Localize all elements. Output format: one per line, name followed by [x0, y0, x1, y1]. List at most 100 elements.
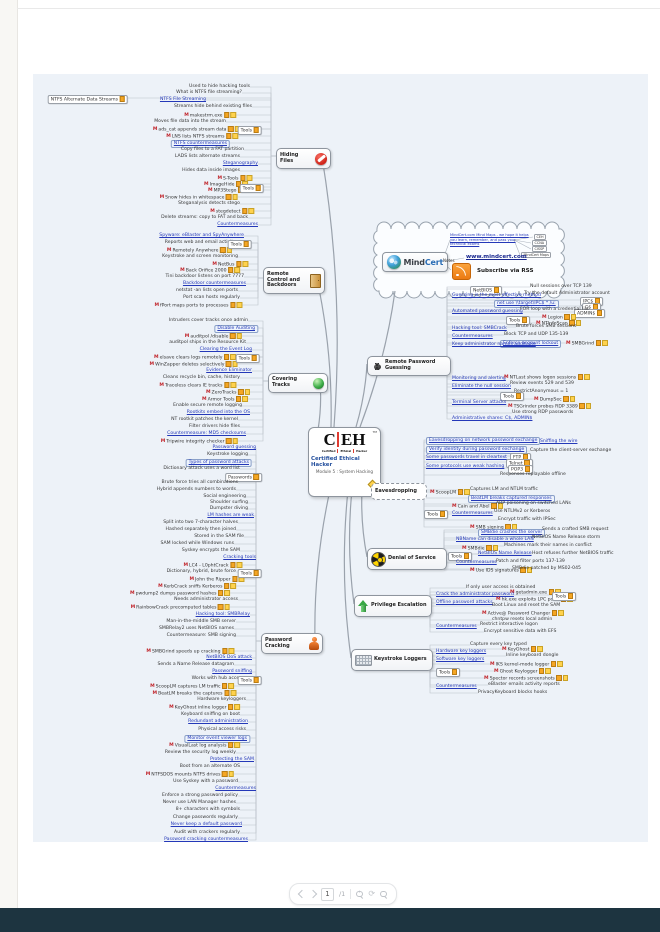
map-node-label: Armor Tools: [207, 397, 235, 403]
branch-privilege-escalation: Privilege Escalation: [354, 595, 432, 617]
cloud-mini-node: MindCert Maps: [521, 252, 552, 258]
map-node-label: Hacking tool: SMBRelay: [195, 612, 250, 617]
map-node-label: auditpol /disable: [190, 334, 229, 340]
attachment-icon: [230, 302, 236, 308]
attachment-icon: [515, 393, 522, 399]
map-node-label: Null sessions over TCP 139: [530, 284, 592, 289]
map-node-label: LM hashes are weak: [207, 513, 254, 518]
refresh-icon[interactable]: ⟳: [368, 889, 376, 898]
map-node-box: Tools: [552, 592, 577, 601]
map-node-label: BeatLM breaks the captures: [158, 691, 223, 697]
next-page-icon[interactable]: [308, 889, 318, 899]
map-node-link: Crack the administrator password: [436, 592, 514, 598]
map-node-label: stegdetect: [215, 209, 241, 215]
priority-icon: [228, 771, 234, 777]
map-node-link: Redundant administration: [188, 719, 248, 725]
map-node-label: Some passwords travel in cleartext: [426, 455, 507, 460]
map-node-label: ScoopLM captures LM traffic: [155, 684, 221, 690]
map-node-link: Offline password attacks: [436, 600, 493, 606]
attachment-icon: [224, 354, 230, 360]
map-node-label: Password guessing: [212, 445, 256, 450]
map-node-label: Crack the administrator password: [436, 592, 514, 597]
map-node-txt: Man-in-the-middle SMB server: [166, 619, 236, 625]
subscribe-rss-label[interactable]: Subscribe via RSS: [477, 268, 534, 274]
map-node-txt: RestrictAnonymous = 1: [514, 389, 568, 395]
map-node-txt: Use strong RDP passwords: [512, 410, 573, 416]
note-marker-icon: M: [154, 303, 160, 309]
map-node-note: MIKS kernel-mode logger: [490, 661, 563, 668]
map-node-label: Tools: [240, 678, 252, 684]
map-node-label: Rootkits embed into the OS: [186, 410, 250, 415]
note-marker-icon: M: [183, 563, 189, 569]
map-node-txt: Physical access risks: [198, 727, 246, 733]
map-node-label: Enable secure remote logging: [173, 403, 242, 408]
map-node-txt: ARP poisoning on switched LANs: [496, 501, 571, 507]
priority-icon: [232, 133, 238, 139]
note-marker-icon: M: [470, 525, 475, 531]
map-node-txt: Restrict interactive logon: [480, 622, 538, 628]
map-node-txt: Brute forces SMB sessions: [516, 324, 576, 330]
central-topic-title: Certified Ethical Hacker: [311, 455, 360, 468]
map-node-txt: SMBdie patched by MS02-045: [512, 566, 581, 572]
keyboard-icon: [355, 654, 372, 666]
map-node-label: Use IDS signatures: [475, 568, 519, 574]
map-node-txt: Captures LM and NTLM traffic: [470, 487, 538, 493]
mindcert-word-b: Cert: [424, 257, 444, 267]
map-node-note: MSpector records screenshots: [484, 675, 569, 682]
map-node-txt: Boot from an alternate OS: [180, 764, 240, 770]
map-node-label: Use Syskey with a password: [173, 779, 238, 784]
map-node-txt: Brute force tries all combinations: [162, 480, 238, 486]
map-node-label: Hacking tool: SMBCrack: [452, 326, 507, 331]
attachment-icon: [222, 771, 228, 777]
ceh-caption-word: Ethical: [340, 449, 355, 453]
map-node-txt: Hardware keyloggers: [197, 697, 246, 703]
map-node-note: MLNS lists NTFS streams: [166, 133, 238, 140]
map-node-label: Syskey encrypts the SAM: [181, 548, 240, 553]
map-node-label: netstat -an lists open ports: [176, 288, 238, 293]
map-node-label: Sniffing the wire: [540, 439, 578, 444]
branch-remote-password-guessing: Remote Password Guessing: [367, 356, 451, 376]
map-node-txt: If only user access is obtained: [466, 585, 535, 591]
zoom-in-icon[interactable]: +: [356, 890, 363, 898]
page-number-input[interactable]: 1: [320, 887, 334, 901]
previous-page-icon[interactable]: [297, 889, 307, 899]
attachment-icon: [222, 648, 228, 654]
map-node-txt: Dictionary attack uses a word list: [163, 466, 240, 472]
attachment-icon: [243, 241, 249, 247]
map-node-boxb: Disable Auditing: [214, 325, 258, 333]
map-node-link: LM hashes are weak: [207, 513, 254, 519]
map-node-note: MTraceless clears IE tracks: [159, 382, 236, 389]
attachment-icon: [226, 133, 232, 139]
map-node-label: Tools: [427, 512, 439, 518]
branch-label: Privilege Escalation: [371, 602, 427, 609]
map-node-label: Keystroke and screen monitoring: [162, 254, 238, 259]
note-marker-icon: M: [184, 334, 190, 340]
note-marker-icon: M: [169, 705, 174, 711]
map-node-label: Tools: [439, 670, 451, 676]
map-node-link: Eliminate the null session: [452, 384, 511, 390]
map-node-label: fPort maps ports to processes: [160, 303, 229, 309]
map-node-box: Tools: [424, 510, 449, 519]
map-node-txt: Change passwords regularly: [173, 815, 238, 821]
map-node-note: MSMBGrind speeds up cracking: [146, 648, 234, 655]
rss-icon[interactable]: [452, 263, 471, 280]
map-node-label: Snow hides in whitespace: [165, 195, 225, 201]
map-node-label: Copy files to a FAT partition: [180, 147, 244, 152]
zoom-out-icon[interactable]: −: [380, 890, 387, 898]
map-node-label: Review events 529 and 539: [510, 381, 574, 386]
map-node-note: MSMBGrind: [566, 340, 608, 347]
priority-icon: [557, 661, 563, 667]
note-marker-icon: M: [159, 195, 165, 201]
map-node-label: eBlaster emails activity reports: [488, 682, 560, 687]
map-node-label: Tools: [240, 571, 252, 577]
priority-icon: [242, 396, 248, 402]
map-node-label: NBName can disable a whole LAN: [456, 537, 534, 542]
arrow-up-icon: [358, 599, 369, 613]
mindcert-logo-node: MindCert: [382, 252, 449, 272]
map-node-label: Shoulder surfing: [210, 500, 248, 505]
map-node-label: Tools: [230, 242, 242, 248]
map-node-label: KeyGhost inline logger: [174, 705, 227, 711]
mindcert-site-link[interactable]: www.mindcert.com: [466, 254, 527, 260]
map-node-link: Spyware: eBlaster and SpyAnywhere: [159, 233, 244, 239]
